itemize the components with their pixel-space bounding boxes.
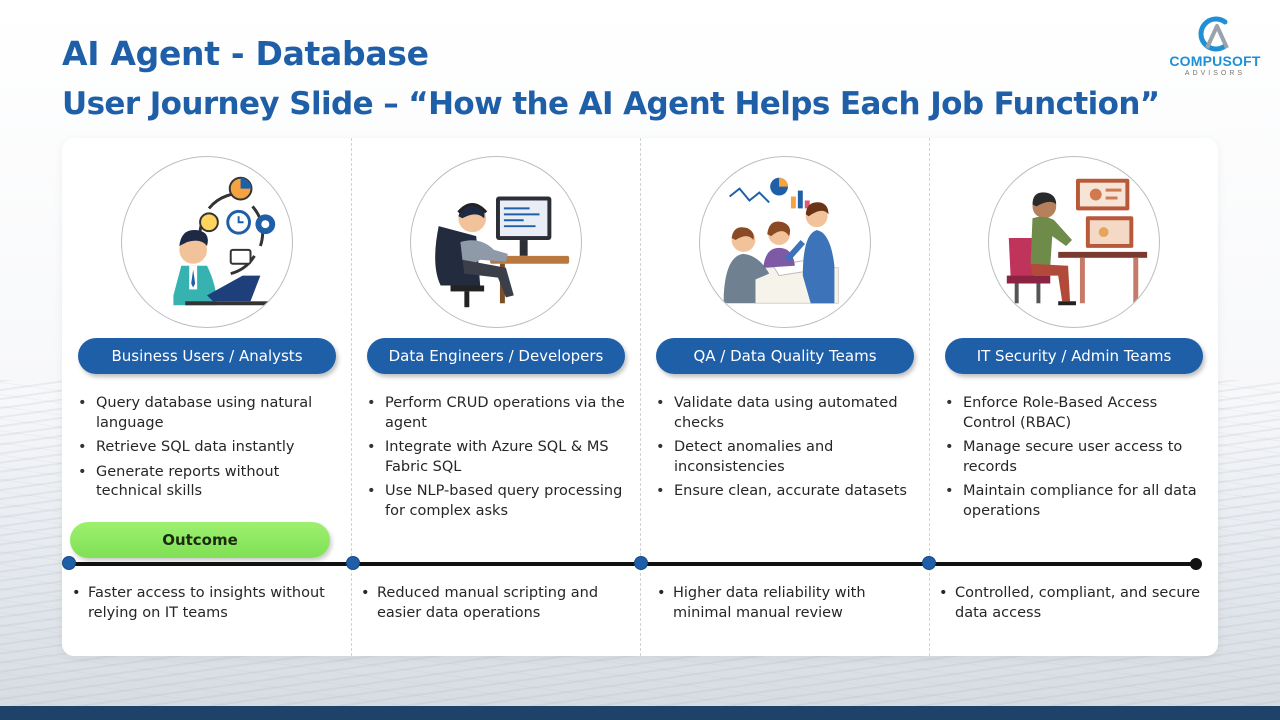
page-subtitle: User Journey Slide – “How the AI Agent H… — [62, 86, 1160, 122]
outcome-item: Controlled, compliant, and secure data a… — [937, 584, 1207, 623]
timeline-node — [62, 556, 76, 570]
column-business-users: Business Users / Analysts Query database… — [62, 138, 351, 656]
bullet-item: Query database using natural language — [76, 394, 342, 433]
logo-mark-icon — [1198, 16, 1229, 52]
team-review-icon — [698, 156, 871, 328]
bullet-item: Integrate with Azure SQL & MS Fabric SQL — [365, 438, 631, 477]
column-qa-teams: QA / Data Quality Teams Validate data us… — [640, 138, 929, 656]
outcome-item: Reduced manual scripting and easier data… — [359, 584, 629, 623]
bullet-item: Ensure clean, accurate datasets — [654, 482, 920, 502]
developer-at-computer-icon — [409, 156, 582, 328]
bullet-item: Manage secure user access to records — [943, 438, 1209, 477]
outcome-item: Faster access to insights without relyin… — [70, 584, 340, 623]
bullet-item: Validate data using automated checks — [654, 394, 920, 433]
bullet-item: Perform CRUD operations via the agent — [365, 394, 631, 433]
role-pill: IT Security / Admin Teams — [945, 338, 1203, 374]
column-divider — [929, 138, 930, 656]
page-title: AI Agent - Database — [62, 34, 429, 73]
column-it-security: IT Security / Admin Teams Enforce Role-B… — [929, 138, 1218, 656]
outcome-label: Outcome — [70, 522, 330, 558]
outcome-item: Higher data reliability with minimal man… — [655, 584, 925, 623]
bullet-list: Enforce Role-Based Access Control (RBAC)… — [943, 394, 1209, 526]
bullet-item: Detect anomalies and inconsistencies — [654, 438, 920, 477]
timeline-end — [1190, 558, 1202, 570]
journey-card: Business Users / Analysts Query database… — [62, 138, 1218, 656]
column-data-engineers: Data Engineers / Developers Perform CRUD… — [351, 138, 640, 656]
column-divider — [640, 138, 641, 656]
role-pill: Business Users / Analysts — [78, 338, 336, 374]
logo-tagline: ADVISORS — [1184, 70, 1246, 77]
bullet-item: Generate reports without technical skill… — [76, 463, 342, 502]
timeline-node — [346, 556, 360, 570]
role-pill: Data Engineers / Developers — [367, 338, 625, 374]
outcome-text: Faster access to insights without relyin… — [70, 584, 340, 623]
bullet-item: Maintain compliance for all data operati… — [943, 482, 1209, 521]
outcome-text: Controlled, compliant, and secure data a… — [937, 584, 1207, 623]
bullet-list: Query database using natural language Re… — [76, 394, 342, 507]
outcome-text: Higher data reliability with minimal man… — [655, 584, 925, 623]
bullet-item: Retrieve SQL data instantly — [76, 438, 342, 458]
timeline-line — [68, 562, 1198, 566]
company-logo: COMPUSOFT ADVISORS — [1158, 14, 1272, 88]
bullet-list: Perform CRUD operations via the agent In… — [365, 394, 631, 526]
bullet-list: Validate data using automated checks Det… — [654, 394, 920, 507]
column-divider — [351, 138, 352, 656]
bullet-item: Enforce Role-Based Access Control (RBAC) — [943, 394, 1209, 433]
role-pill: QA / Data Quality Teams — [656, 338, 914, 374]
footer-bar — [0, 706, 1280, 720]
admin-workstation-icon — [987, 156, 1160, 328]
timeline-node — [922, 556, 936, 570]
bullet-item: Use NLP-based query processing for compl… — [365, 482, 631, 521]
logo-name: COMPUSOFT — [1169, 53, 1261, 69]
timeline-node — [634, 556, 648, 570]
outcome-text: Reduced manual scripting and easier data… — [359, 584, 629, 623]
analyst-workflow-icon — [120, 156, 293, 328]
